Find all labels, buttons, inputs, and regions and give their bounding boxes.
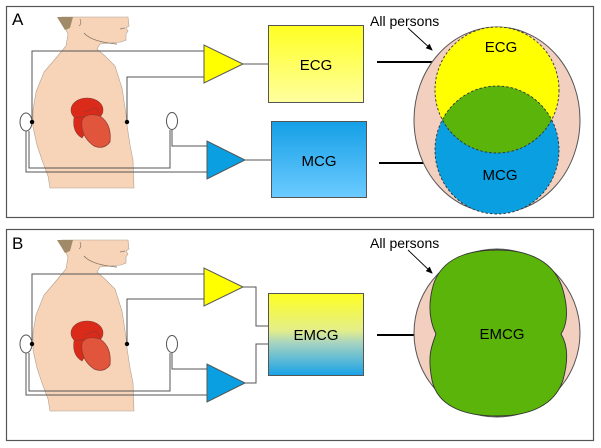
mcg-amplifier	[206, 140, 247, 180]
wires	[25, 50, 271, 173]
ecg-electrode-right	[124, 119, 130, 125]
ecg-set-outline	[434, 26, 560, 154]
emcg-set	[429, 249, 568, 417]
mcg-coil-right	[166, 112, 178, 130]
venn-emcg-label: EMCG	[480, 326, 525, 343]
ecg-box-label: ECG	[300, 57, 333, 74]
venn-diagram-a: ECG MCG	[413, 26, 581, 215]
emcg-box	[268, 293, 364, 376]
panel-b: B EMCG EMCG All persons	[5, 228, 595, 442]
ecg-electrode-right	[124, 341, 130, 347]
venn-ecg-label: ECG	[485, 39, 518, 56]
overlap-set	[435, 86, 559, 153]
ecg-electrode-dot	[29, 119, 35, 125]
ecg-amplifier	[203, 44, 245, 84]
mcg-box-label: MCG	[302, 153, 337, 170]
mcg-amplifier	[206, 363, 247, 403]
emcg-box-label: EMCG	[294, 327, 339, 344]
wires	[25, 273, 268, 396]
mcg-set-outline	[434, 85, 560, 215]
all-persons-label: All persons	[370, 13, 439, 29]
mcg-box	[271, 121, 367, 198]
ecg-amplifier	[203, 267, 245, 307]
panel-a: A ECG MCG	[5, 5, 595, 219]
all-persons-pointer	[407, 249, 433, 274]
all-persons-pointer	[407, 27, 433, 51]
mcg-coil-right	[166, 335, 178, 353]
venn-mcg-label: MCG	[483, 167, 518, 184]
ecg-box	[268, 25, 364, 103]
panel-b-label: B	[12, 234, 23, 253]
panel-a-label: A	[12, 10, 24, 29]
all-persons-label: All persons	[370, 235, 439, 251]
venn-diagram-b: EMCG	[413, 248, 581, 418]
ecg-electrode-left	[29, 341, 35, 347]
